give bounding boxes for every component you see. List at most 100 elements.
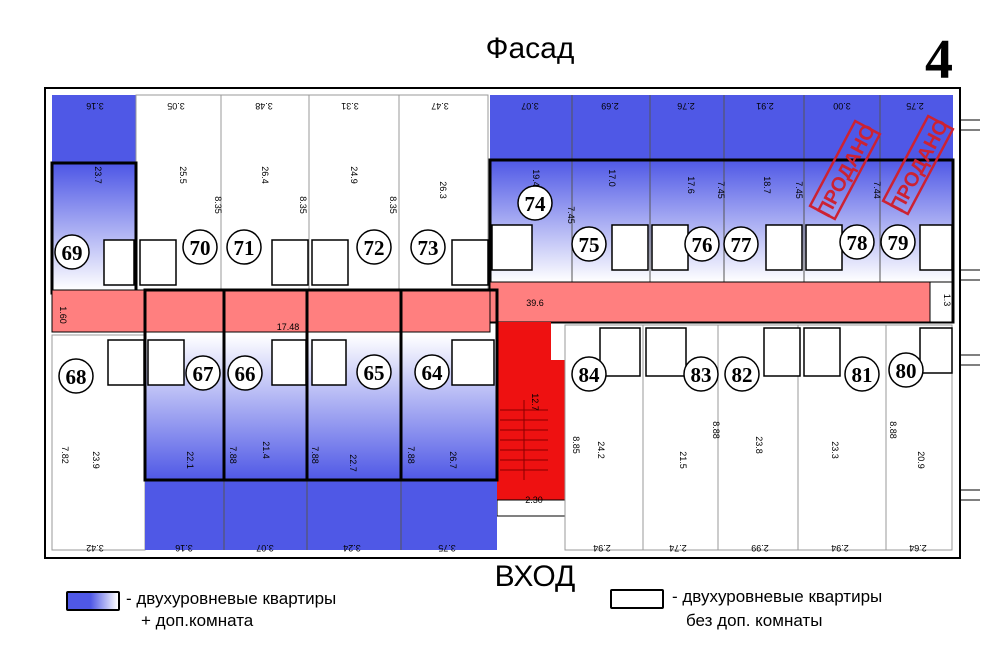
apartment-number-81: 81: [852, 363, 873, 387]
apartment-marker-80[interactable]: 80: [888, 352, 924, 388]
top-width-6: 2.69: [601, 101, 619, 111]
apartment-circle-73: [410, 229, 446, 265]
apartment-marker-66[interactable]: 66: [227, 355, 263, 391]
apartment-marker-82[interactable]: 82: [724, 356, 760, 392]
apartment-circle-74: [517, 185, 553, 221]
legend-extra-room-line2: + доп.комната: [141, 611, 254, 630]
apartment-marker-79[interactable]: 79: [880, 224, 916, 260]
bottom-right-width-3: 2.94: [831, 543, 849, 553]
depth-2: 8.35: [388, 196, 398, 214]
legend-swatch-extra-room: [66, 591, 120, 611]
apartment-circle-80: [888, 352, 924, 388]
apartment-marker-81[interactable]: 81: [844, 356, 880, 392]
apartment-circle-79: [880, 224, 916, 260]
apartment-number-82: 82: [732, 363, 753, 387]
bottom-right-width-0: 2.94: [593, 543, 611, 553]
top-width-7: 2.76: [677, 101, 695, 111]
apartment-number-71: 71: [234, 236, 255, 260]
bottom-left-width-3: 3.24: [343, 543, 361, 553]
bottom-right-width-4: 2.64: [909, 543, 927, 553]
bottom-right-width-1: 2.74: [669, 543, 687, 553]
top-width-9: 3.00: [833, 101, 851, 111]
depth-8: 7.88: [228, 446, 238, 464]
apartment-circle-66: [227, 355, 263, 391]
apartment-area-67: 22.1: [185, 451, 195, 469]
apartment-area-72: 24.9: [349, 166, 359, 184]
apartment-area-80: 20.9: [916, 451, 926, 469]
apartment-area-73: 26.3: [438, 181, 448, 199]
apartment-circle-84: [571, 356, 607, 392]
apartment-marker-73[interactable]: 73: [410, 229, 446, 265]
corridor-left: [51, 289, 491, 333]
bottom-left-width-1: 3.16: [175, 543, 193, 553]
apartment-marker-68[interactable]: 68: [58, 358, 94, 394]
apartment-number-66: 66: [235, 362, 256, 386]
apartment-marker-77[interactable]: 77: [723, 226, 759, 262]
apartment-area-66: 21.4: [261, 441, 271, 459]
apartment-area-74: 19.4: [531, 169, 541, 187]
apartment-circle-77: [723, 226, 759, 262]
apartment-number-74: 74: [525, 192, 547, 216]
apartment-number-75: 75: [579, 233, 600, 257]
top-width-4: 3.47: [431, 101, 449, 111]
apartment-marker-67[interactable]: 67: [185, 355, 221, 391]
apartment-number-77: 77: [731, 233, 752, 257]
corridor-dim-0: 17.48: [277, 322, 300, 332]
apartment-circle-64: [414, 354, 450, 390]
top-width-2: 3.48: [255, 101, 273, 111]
apartment-marker-74[interactable]: 74: [517, 185, 553, 221]
legend-swatch-no-extra-room: [610, 589, 664, 609]
apartment-circle-83: [683, 356, 719, 392]
apartment-circle-81: [844, 356, 880, 392]
apartment-marker-78[interactable]: 78: [839, 224, 875, 260]
depth-7: 7.82: [60, 446, 70, 464]
depth-5: 7.45: [794, 181, 804, 199]
corridor-dim-1: 39.6: [526, 298, 544, 308]
apartment-marker-64[interactable]: 64: [414, 354, 450, 390]
apartment-number-84: 84: [579, 363, 601, 387]
apartment-area-75: 17.0: [607, 169, 617, 187]
apartment-number-65: 65: [364, 361, 385, 385]
entrance-title: ВХОД: [494, 560, 576, 593]
apartment-marker-70[interactable]: 70: [182, 229, 218, 265]
apartment-number-80: 80: [896, 359, 917, 383]
apartment-number-76: 76: [692, 233, 713, 257]
apartment-area-65: 22.7: [348, 454, 358, 472]
apartment-circle-70: [182, 229, 218, 265]
apartment-marker-84[interactable]: 84: [571, 356, 607, 392]
apartment-area-77: 18.7: [762, 176, 772, 194]
apartment-area-82: 23.8: [754, 436, 764, 454]
bottom-left-width-4: 3.75: [438, 543, 456, 553]
apartment-marker-65[interactable]: 65: [356, 354, 392, 390]
depth-6: 7.44: [872, 181, 882, 199]
apartment-circle-72: [356, 229, 392, 265]
top-width-1: 3.05: [167, 101, 185, 111]
apartment-number-67: 67: [193, 362, 214, 386]
apartment-circle-65: [356, 354, 392, 390]
top-width-0: 3.16: [86, 101, 104, 111]
bottom-right-width-2: 2.99: [751, 543, 769, 553]
legend-no-extra-room-line2: без доп. комнаты: [686, 611, 823, 630]
extra-rooms-bottom-left: [145, 480, 497, 550]
apartment-marker-76[interactable]: 76: [684, 226, 720, 262]
apartment-marker-72[interactable]: 72: [356, 229, 392, 265]
apartment-circle-71: [226, 229, 262, 265]
apartment-circle-68: [58, 358, 94, 394]
apartment-marker-75[interactable]: 75: [571, 226, 607, 262]
apartment-marker-69[interactable]: 69: [54, 234, 90, 270]
legend-no-extra-room-line1: - двухуровневые квартиры: [672, 587, 883, 606]
depth-12: 8.88: [711, 421, 721, 439]
depth-4: 7.45: [716, 181, 726, 199]
apartment-area-83: 21.5: [678, 451, 688, 469]
apartment-marker-71[interactable]: 71: [226, 229, 262, 265]
apartment-marker-83[interactable]: 83: [683, 356, 719, 392]
legend-extra-room-line1: - двухуровневые квартиры: [126, 589, 337, 608]
apartment-circle-78: [839, 224, 875, 260]
apartment-area-81: 23.3: [830, 441, 840, 459]
apartment-area-64: 26.7: [448, 451, 458, 469]
depth-3: 7.45: [566, 206, 576, 224]
